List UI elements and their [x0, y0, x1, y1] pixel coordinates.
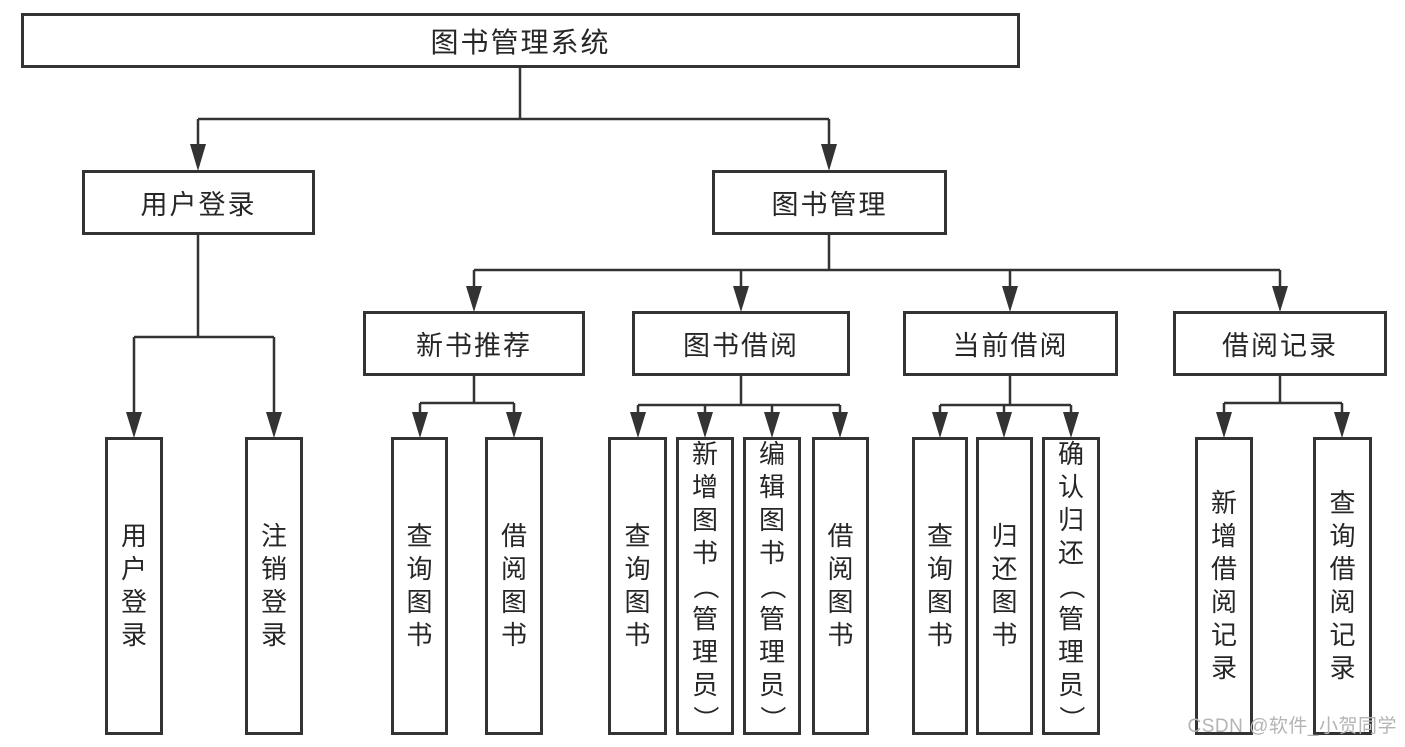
- leaf-query-books-borrowing-label: 查询图书: [624, 521, 651, 650]
- leaf-confirm-return-admin: 确认归还（管理员）: [1042, 437, 1100, 735]
- leaf-query-books-borrowing: 查询图书: [608, 437, 667, 735]
- node-new-book-recommendation: 新书推荐: [363, 311, 585, 376]
- csdn-watermark: CSDN @软件_小贺同学: [1187, 716, 1397, 737]
- node-library-system: 图书管理系统: [21, 13, 1020, 68]
- leaf-borrow-books-borrowing-label: 借阅图书: [827, 521, 854, 650]
- leaf-add-books-admin: 新增图书（管理员）: [676, 437, 734, 735]
- node-book-management: 图书管理: [712, 170, 947, 235]
- leaf-query-books-current-label: 查询图书: [926, 521, 953, 650]
- node-current-borrowing-label: 当前借阅: [952, 331, 1069, 361]
- arrowheads: [126, 144, 1350, 438]
- leaf-return-books-label: 归还图书: [991, 521, 1018, 650]
- leaf-add-borrow-record-label: 新增借阅记录: [1210, 488, 1237, 683]
- leaf-borrow-books-borrowing: 借阅图书: [812, 437, 869, 735]
- node-new-book-recommendation-label: 新书推荐: [416, 331, 532, 361]
- leaf-query-borrow-record: 查询借阅记录: [1313, 437, 1372, 735]
- node-book-management-label: 图书管理: [771, 190, 888, 220]
- leaf-user-login-label: 用户登录: [120, 521, 147, 650]
- leaf-logout: 注销登录: [245, 437, 303, 735]
- leaf-confirm-return-admin-label: 确认归还（管理员）: [1056, 438, 1087, 732]
- leaf-query-books-current: 查询图书: [912, 437, 968, 735]
- node-borrowing-records-label: 借阅记录: [1222, 331, 1338, 361]
- leaf-add-borrow-record: 新增借阅记录: [1195, 437, 1253, 735]
- node-user-login: 用户登录: [82, 170, 315, 235]
- node-book-borrowing: 图书借阅: [632, 311, 850, 376]
- leaf-borrow-books-recommend: 借阅图书: [485, 437, 543, 735]
- leaf-query-books-recommend-label: 查询图书: [406, 521, 433, 650]
- leaf-user-login: 用户登录: [105, 437, 163, 735]
- leaf-edit-books-admin-label: 编辑图书（管理员）: [757, 438, 788, 732]
- leaf-add-books-admin-label: 新增图书（管理员）: [690, 438, 721, 732]
- leaf-borrow-books-recommend-label: 借阅图书: [500, 521, 527, 650]
- leaf-logout-label: 注销登录: [260, 521, 287, 650]
- leaf-edit-books-admin: 编辑图书（管理员）: [743, 437, 801, 735]
- node-current-borrowing: 当前借阅: [903, 311, 1118, 376]
- node-library-system-label: 图书管理系统: [430, 26, 611, 58]
- leaf-return-books: 归还图书: [976, 437, 1033, 735]
- node-book-borrowing-label: 图书借阅: [683, 331, 799, 361]
- node-user-login-label: 用户登录: [140, 190, 257, 220]
- leaf-query-books-recommend: 查询图书: [391, 437, 448, 735]
- leaf-query-borrow-record-label: 查询借阅记录: [1329, 488, 1356, 683]
- node-borrowing-records: 借阅记录: [1173, 311, 1387, 376]
